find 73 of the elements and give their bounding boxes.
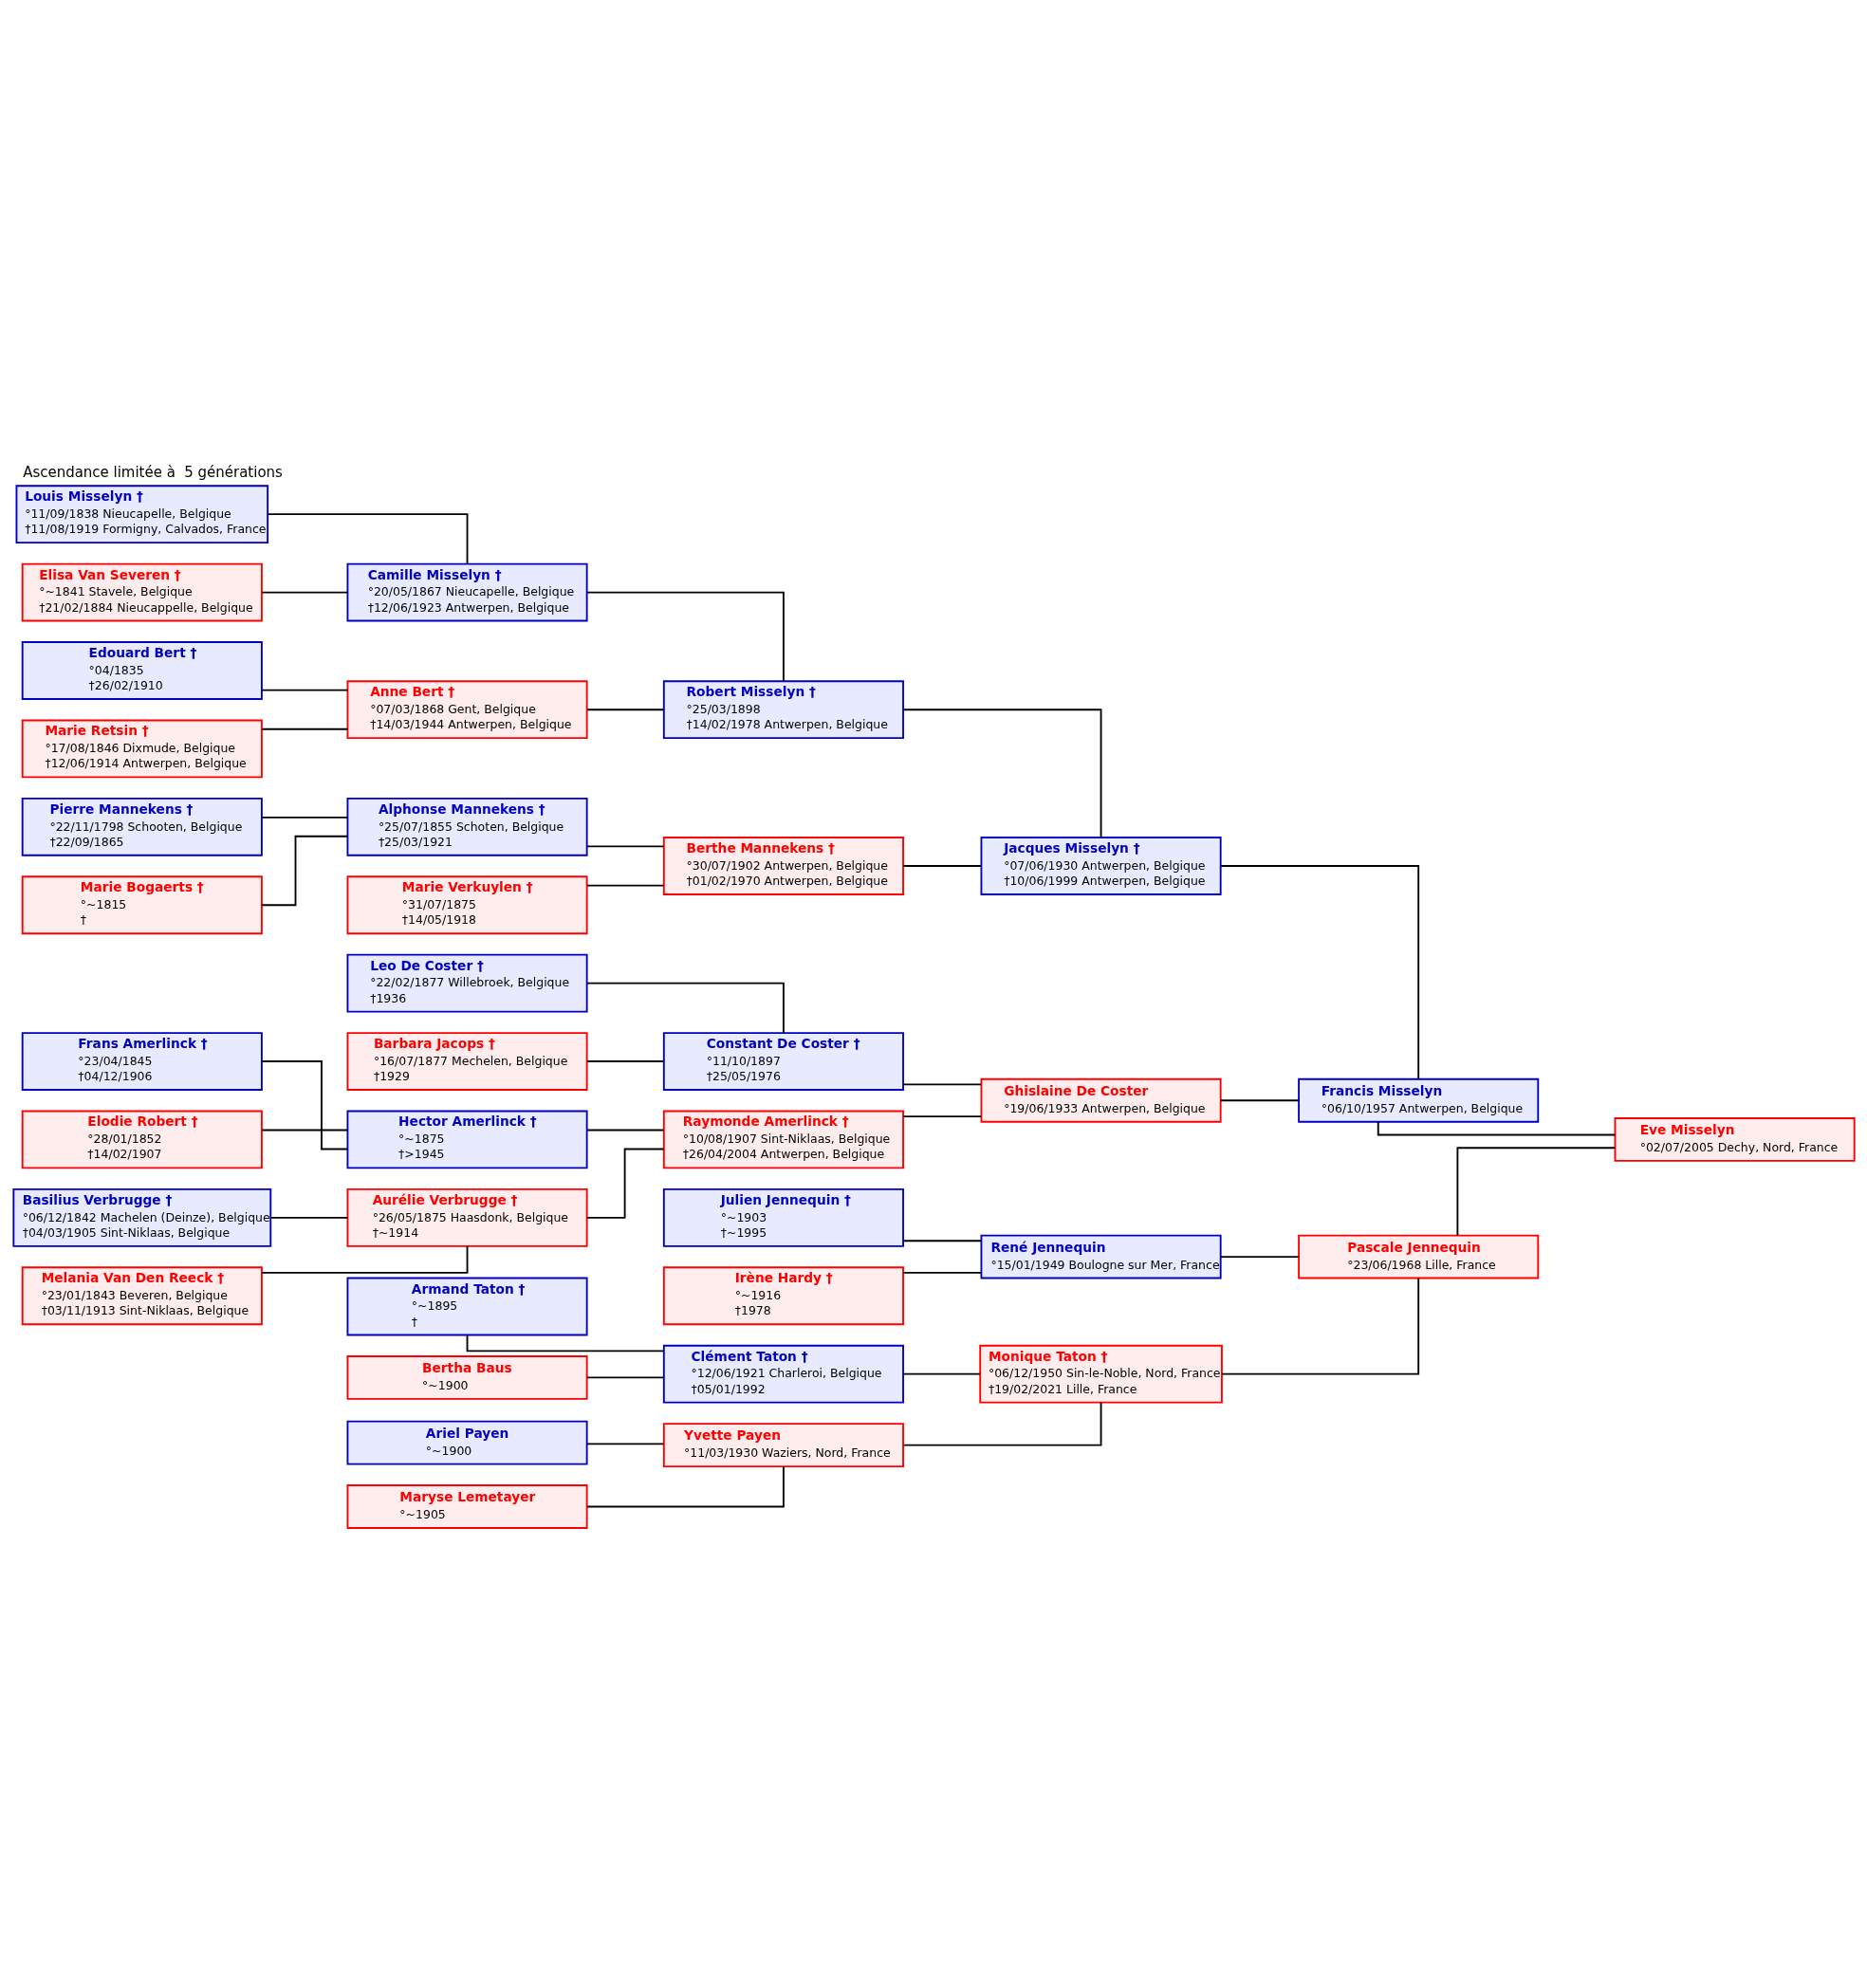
node-box: Marie Verkuylen † °31/07/1875 †14/05/1918 (346, 874, 588, 934)
node-box: Clément Taton † °12/06/1921 Charleroi, Belgique †05/01/1992 (662, 1344, 904, 1404)
node-box: Constant De Coster † °11/10/1897 †25/05/1976 (662, 1031, 904, 1091)
node-box: Berthe Mannekens † °30/07/1902 Antwerpen, Belgique †01/02/1970 Antwerpen, Belgique (662, 836, 904, 895)
connector (260, 689, 348, 691)
connector (1219, 1255, 1300, 1258)
node-box: Edouard Bert † °04/1835 †26/02/1910 (21, 640, 263, 700)
node-box: Francis Misselyn °06/10/1957 Antwerpen, Belgique (1297, 1077, 1539, 1123)
connector (585, 591, 785, 682)
node-box: Ghislaine De Coster °19/06/1933 Antwerpen, Belgique (980, 1077, 1222, 1123)
node-box: Raymonde Amerlinck † °10/08/1907 Sint-Niklaas, Belgique †26/04/2004 Antwerpen, Belgique (662, 1110, 904, 1169)
node-box: Frans Amerlinck † °23/04/1845 †04/12/1906 (21, 1031, 263, 1091)
node-box: Ariel Payen °~1900 (346, 1420, 588, 1464)
node-box: Aurélie Verbrugge † °26/05/1875 Haasdonk, Belgique †~1914 (346, 1187, 588, 1247)
connector (260, 816, 348, 819)
node-box: Hector Amerlinck † °~1875 †>1945 (346, 1110, 588, 1169)
node-box: Bertha Baus °~1900 (346, 1354, 588, 1400)
connector (260, 727, 348, 730)
connector (260, 1059, 348, 1150)
connector (1377, 1120, 1616, 1135)
connector (466, 1334, 664, 1352)
node-box: Armand Taton † °~1895 † (346, 1277, 588, 1335)
connector (902, 1401, 1101, 1446)
connector (585, 884, 664, 887)
connector (901, 864, 982, 867)
node-box: Maryse Lemetayer °~1905 (346, 1483, 588, 1529)
node-box: Marie Retsin † °17/08/1846 Dixmude, Belgique †12/06/1914 Antwerpen, Belgique (21, 719, 263, 778)
connector (585, 1442, 664, 1445)
connector (902, 1372, 981, 1375)
node-box: Louis Misselyn † °11/09/1838 Nieucapelle, Belgique †11/08/1919 Formigny, Calvados, France (15, 484, 268, 543)
diagram-title: Ascendance limitée à 5 générations (22, 463, 283, 481)
node-box: Pierre Mannekens † °22/11/1798 Schooten, Belgique †22/09/1865 (21, 797, 263, 856)
connector (1220, 1277, 1419, 1375)
connector (585, 1376, 664, 1378)
connector (585, 708, 664, 710)
connector (260, 591, 348, 594)
node-box: Camille Misselyn † °20/05/1867 Nieucapelle, Belgique †12/06/1923 Antwerpen, Belgique (346, 562, 588, 621)
node-box: Pascale Jennequin °23/06/1968 Lille, France (1297, 1234, 1539, 1279)
connector (1219, 1098, 1300, 1101)
connector (902, 708, 1101, 838)
node-box: Julien Jennequin † °~1903 †~1995 (662, 1187, 904, 1247)
connector (269, 1216, 348, 1219)
connector (585, 1148, 664, 1219)
node-box: Alphonse Mannekens † °25/07/1855 Schoten, Belgique †25/03/1921 (346, 797, 588, 856)
node-box: Basilius Verbrugge † °06/12/1842 Machelen (Deinze), Belgique †04/03/1905 Sint-Niklaas, Belgique (11, 1187, 271, 1247)
connector (585, 1059, 664, 1062)
connector (901, 1114, 982, 1117)
connector (260, 835, 348, 906)
node-box: Monique Taton † °06/12/1950 Sin-le-Noble, Nord, France †19/02/2021 Lille, France (978, 1344, 1223, 1404)
connector (260, 1129, 348, 1131)
connector (901, 1271, 982, 1274)
node-box: Leo De Coster † °22/02/1877 Willebroek, Belgique †1936 (346, 953, 588, 1013)
node-box: Yvette Payen °11/03/1930 Waziers, Nord, France (662, 1422, 904, 1467)
connector (585, 1129, 664, 1131)
node-box: Elisa Van Severen † °~1841 Stavele, Belgique †21/02/1884 Nieucappelle, Belgique (21, 562, 263, 621)
node-box: Jacques Misselyn † °07/06/1930 Antwerpen, Belgique †10/06/1999 Antwerpen, Belgique (980, 836, 1222, 895)
connector (1455, 1146, 1616, 1236)
connector (585, 982, 785, 1034)
connector (1219, 864, 1419, 1079)
connector (585, 1464, 785, 1507)
node-box: Anne Bert † °07/03/1868 Gent, Belgique †14/03/1944 Antwerpen, Belgique (346, 679, 588, 739)
node-box: Robert Misselyn † °25/03/1898 †14/02/1978 Antwerpen, Belgique (662, 679, 904, 739)
connector (901, 1239, 982, 1242)
node-box: Elodie Robert † °28/01/1852 †14/02/1907 (21, 1110, 263, 1169)
connector (901, 1082, 982, 1085)
connector (266, 512, 468, 564)
node-box: Barbara Jacops † °16/07/1877 Mechelen, Belgique †1929 (346, 1031, 588, 1091)
node-box: Marie Bogaerts † °~1815 † (21, 874, 263, 934)
connector (585, 845, 664, 847)
node-box: René Jennequin °15/01/1949 Boulogne sur Mer, France (980, 1234, 1222, 1279)
node-box: Melania Van Den Reeck † °23/01/1843 Beveren, Belgique †03/11/1913 Sint-Niklaas, Belgique (21, 1265, 263, 1325)
node-box: Irène Hardy † °~1916 †1978 (662, 1265, 904, 1325)
node-box: Eve Misselyn °02/07/2005 Dechy, Nord, France (1614, 1116, 1856, 1162)
